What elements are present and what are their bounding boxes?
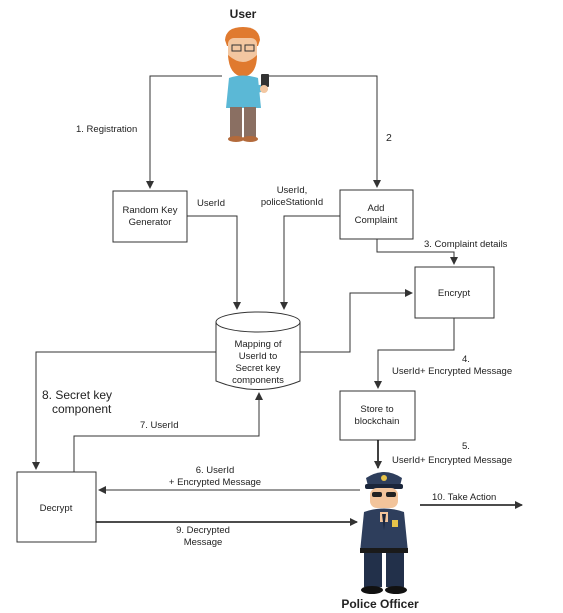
random-key-line2: Generator: [129, 217, 172, 228]
add-complaint-line2: Complaint: [355, 215, 398, 226]
encrypt-box: [414, 266, 495, 319]
decrypt-label: Decrypt: [40, 503, 73, 514]
user-icon: [225, 27, 269, 142]
edge-registration: [146, 75, 222, 189]
police-title: Police Officer: [341, 597, 419, 611]
mapping-line4: components: [232, 375, 284, 386]
edge-secret-key-line1: 8. Secret key: [42, 388, 112, 402]
encrypt-label: Encrypt: [438, 288, 471, 299]
edge-userid-label: UserId: [197, 198, 225, 209]
mapping-line1: Mapping of: [234, 339, 281, 350]
store-line2: blockchain: [355, 416, 400, 427]
edge-step10-label: 10. Take Action: [432, 492, 496, 503]
edge-complaint-details: [376, 239, 458, 265]
edge-step6-line2: + Encrypted Message: [169, 477, 261, 488]
edge-step7: [73, 392, 263, 472]
store-blockchain-box: [339, 390, 416, 441]
user-title: User: [230, 7, 257, 21]
edge-secret-key: [32, 351, 216, 470]
edge-registration-label: 1. Registration: [76, 124, 137, 135]
edge-step9-line2: Message: [184, 537, 223, 548]
decrypt-box: [16, 471, 97, 543]
random-key-line1: Random Key: [123, 205, 178, 216]
edge-step9-line1: 9. Decrypted: [176, 525, 230, 536]
edge-userid-to-mapping: [187, 215, 241, 310]
edge-userid-station-line1: UserId,: [277, 185, 308, 196]
edge-userid-station-to-mapping: [280, 215, 340, 310]
edge-userid-station-line2: policeStationId: [261, 197, 323, 208]
edge-mapping-to-encrypt: [300, 289, 413, 353]
store-line1: Store to: [360, 404, 393, 415]
edge-step5-num: 5.: [462, 441, 470, 452]
mapping-line2: UserId to: [239, 351, 278, 362]
edge-step4-num: 4.: [462, 354, 470, 365]
edge-step4: [374, 318, 455, 389]
police-officer-icon: [360, 472, 408, 594]
edge-step2-label: 2: [386, 132, 392, 144]
edge-step6-line1: 6. UserId: [196, 465, 235, 476]
edge-complaint-details-label: 3. Complaint details: [424, 239, 508, 250]
mapping-line3: Secret key: [236, 363, 281, 374]
edge-secret-key-line2: component: [52, 402, 112, 416]
edge-step2: [266, 75, 381, 188]
mapping-database-cylinder: [215, 311, 301, 390]
edge-step5-label: UserId+ Encrypted Message: [392, 455, 512, 466]
add-complaint-line1: Add: [368, 203, 385, 214]
edge-step4-label: UserId+ Encrypted Message: [392, 366, 512, 377]
edge-step7-label: 7. UserId: [140, 420, 179, 431]
random-key-generator-box: [112, 190, 188, 243]
